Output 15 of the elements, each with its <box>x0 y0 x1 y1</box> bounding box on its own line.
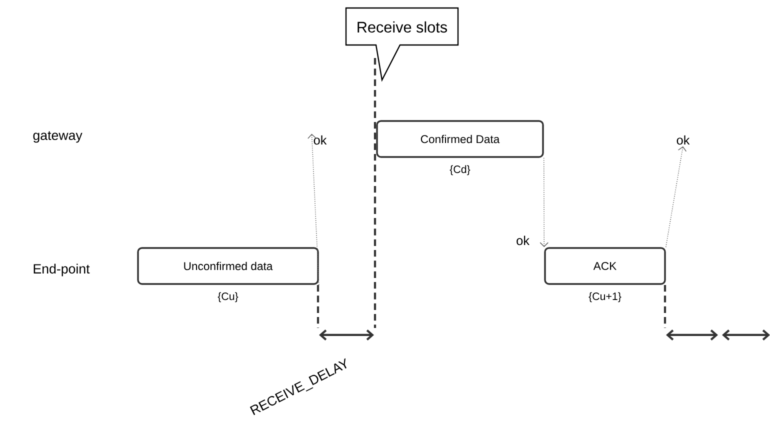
message-arrow <box>540 157 549 248</box>
axis-label: gateway <box>33 131 82 143</box>
message-box: ACK <box>544 247 666 285</box>
callout: Receive slots <box>345 7 459 82</box>
counter-label: {Cu} <box>218 292 238 302</box>
counter-label: {Cd} <box>450 165 470 176</box>
counter-label: {Cu+1} <box>588 292 622 302</box>
axis-label: End-point <box>34 264 90 276</box>
message-box: Confirmed Data <box>376 120 544 158</box>
status-text: ok <box>676 135 690 145</box>
edge-label: ok <box>516 236 530 246</box>
message-arrow <box>665 146 687 248</box>
message-box: Unconfirmed data <box>137 247 319 285</box>
message-arrow <box>308 134 320 286</box>
status-text: ok <box>314 135 327 145</box>
